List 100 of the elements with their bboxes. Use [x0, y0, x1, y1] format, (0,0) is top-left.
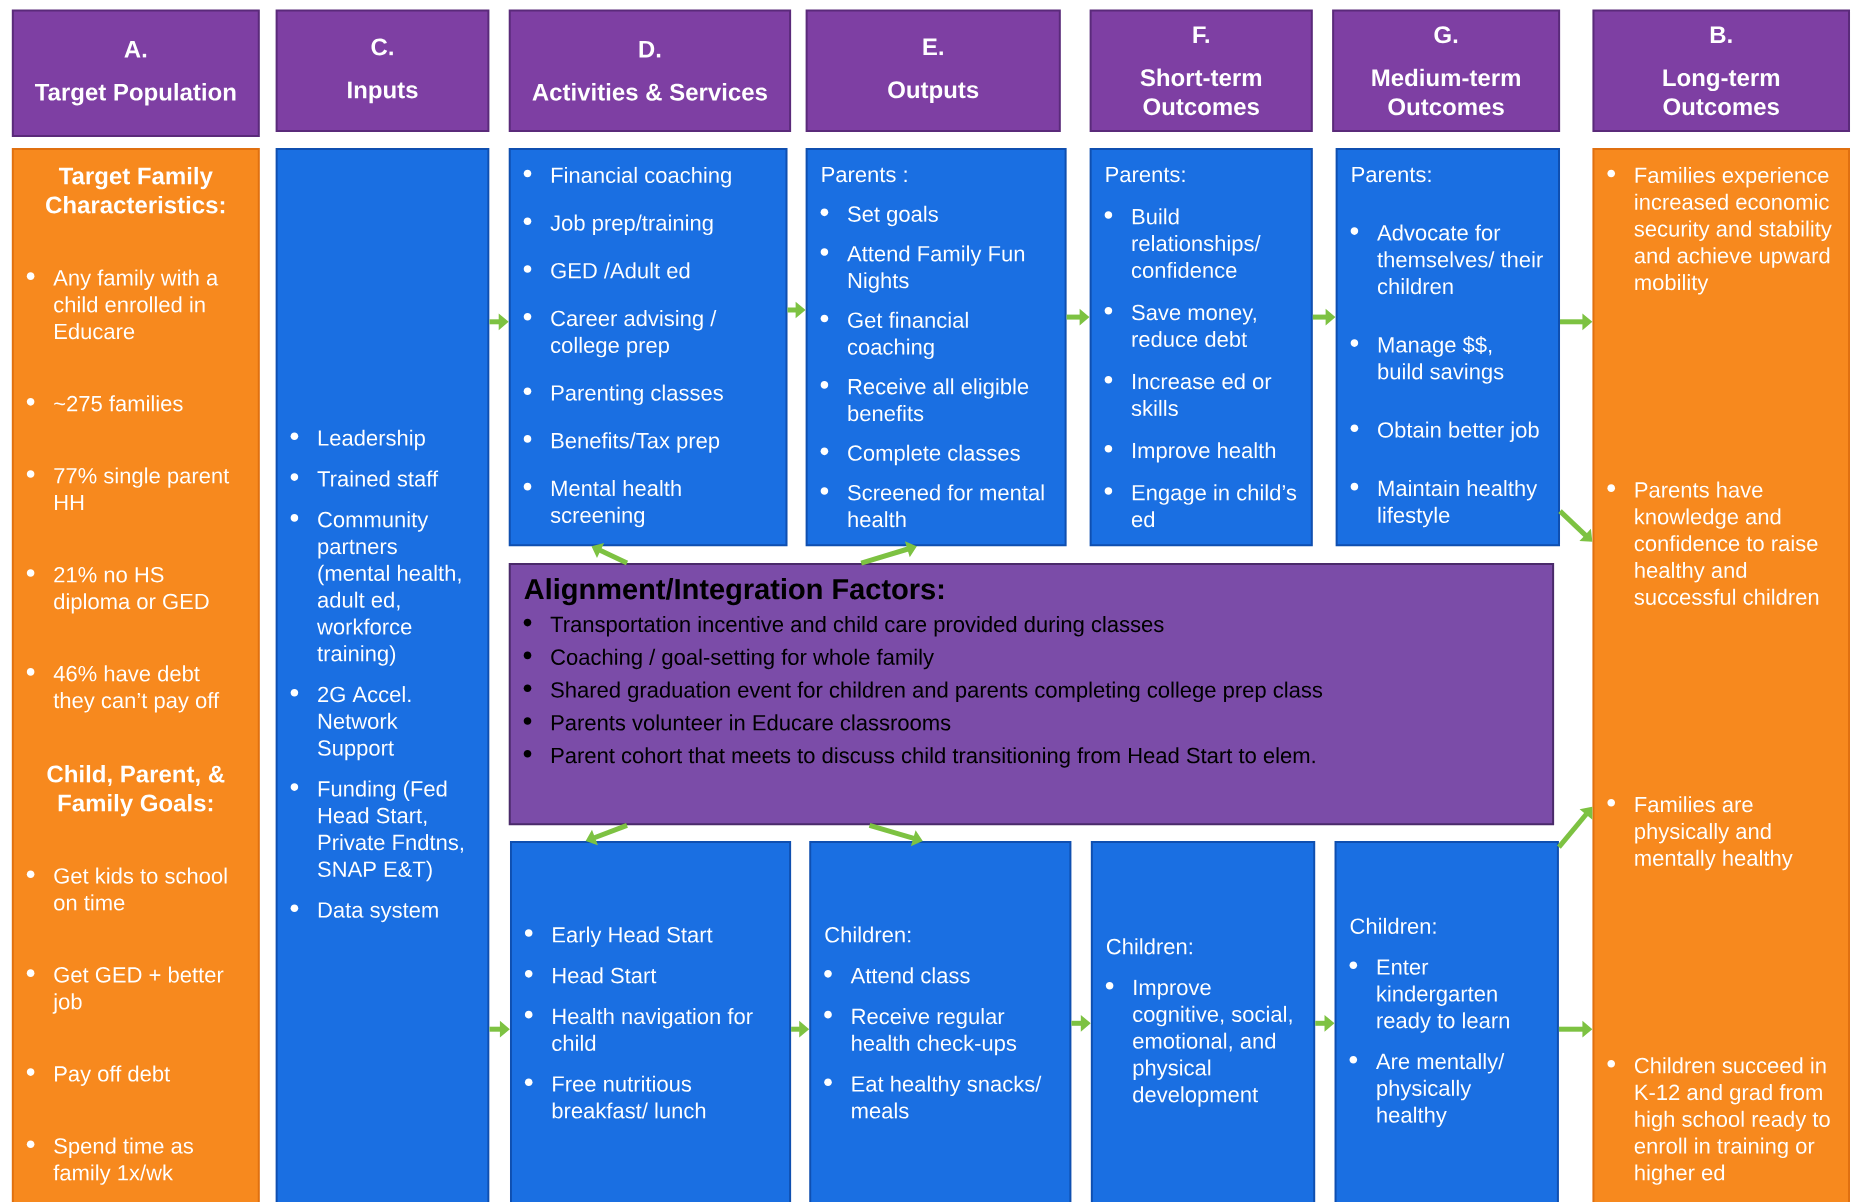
bullet-item: Funding (Fed Head Start, Private Fndtns, SNAP E&T) — [290, 780, 463, 882]
column-heading: Target Population — [35, 83, 236, 106]
bullet-item: Parents volunteer in Educare classrooms — [523, 714, 951, 731]
bullet-item: Are mentally/ physically healthy — [1349, 1053, 1505, 1128]
bullet-item: Engage in child’s ed — [1104, 484, 1297, 528]
bullet-item: GED /Adult ed — [523, 262, 690, 279]
bullet-item: 46% have debt they can’t pay off — [26, 665, 220, 713]
bullet-item: Receive regular health check-ups — [824, 1008, 1017, 1056]
bullet-item: Get GED + better job — [26, 966, 224, 1014]
bullet-item: Save money, reduce debt — [1104, 304, 1256, 348]
bullet-item: Spend time as family 1x/wk — [26, 1137, 193, 1185]
bullet-item: Attend class — [824, 967, 970, 984]
column-box — [509, 841, 792, 1202]
bullet-item: Financial coaching — [523, 166, 731, 188]
column-heading: Outputs — [888, 81, 979, 104]
group-label: Parents: — [1352, 166, 1431, 183]
bullet-item: Shared graduation event for children and parents completing college prep class — [523, 681, 1323, 703]
bullet-item: Benefits/Tax prep — [523, 432, 720, 453]
bullet-item: Children succeed in K-12 and grad from high school ready to enroll in training or higher ed — [1607, 1057, 1830, 1185]
factors-box — [508, 563, 1555, 826]
column-box — [11, 147, 260, 1202]
column-box — [275, 147, 490, 1202]
column-heading: Inputs — [348, 81, 418, 104]
bullet-item: Improve health — [1104, 442, 1276, 463]
bullet-item: Parent cohort that meets to discuss child transitioning from Head Start to elem. — [523, 747, 1315, 768]
column-box — [1090, 841, 1316, 1202]
column-box — [1592, 147, 1851, 1202]
bullet-item: Maintain healthy lifestyle — [1350, 480, 1538, 528]
section-heading: Child, Parent, & Family Goals: — [47, 764, 225, 817]
header-box — [805, 9, 1061, 133]
column-box — [1335, 147, 1560, 547]
bullet-item: 2G Accel. Network Support — [290, 686, 411, 761]
group-label: Parents: — [1106, 166, 1185, 183]
group-label: Children: — [825, 926, 911, 943]
header-box — [1592, 9, 1851, 133]
bullet-item: Job prep/training — [523, 214, 713, 236]
bullet-item: Leadership — [290, 429, 425, 451]
bullet-item: Improve cognitive, social, emotional, and physical development — [1105, 979, 1292, 1107]
bullet-item: Increase ed or skills — [1104, 373, 1272, 417]
bullet-item: Families are physically and mentally healthy — [1607, 796, 1793, 871]
column-box — [809, 841, 1072, 1202]
bullet-item: Parenting classes — [523, 384, 723, 406]
column-heading: C. — [371, 38, 393, 56]
column-heading: F. — [1193, 26, 1209, 43]
column-heading: Long-term Outcomes — [1663, 69, 1780, 116]
column-box — [508, 147, 788, 547]
bullet-item: Health navigation for child — [524, 1008, 753, 1051]
bullet-item: Coaching / goal-setting for whole family — [523, 648, 934, 670]
column-heading: A. — [124, 40, 147, 58]
header-box — [275, 9, 490, 133]
column-heading: G. — [1434, 26, 1458, 44]
bullet-item: Free nutritious breakfast/ lunch — [524, 1075, 706, 1119]
arrow — [1558, 509, 1593, 542]
bullet-item: Manage $$, build savings — [1350, 336, 1504, 384]
bullet-item: Parents have knowledge and confidence to raise healthy and successful children — [1607, 481, 1819, 605]
header-box — [1332, 9, 1561, 133]
arrow — [860, 541, 917, 566]
bullet-item: Community partners (mental health, adult ed, workforce training) — [290, 511, 461, 666]
bullet-item: 21% no HS diploma or GED — [26, 566, 209, 614]
column-heading: E. — [923, 38, 943, 56]
header-box — [508, 9, 792, 133]
bullet-item: Attend Family Fun Nights — [820, 245, 1025, 293]
bullet-item: Career advising / college prep — [523, 310, 717, 358]
bullet-item: Get kids to school on time — [26, 867, 227, 911]
section-heading: Target Family Characteristics: — [46, 166, 225, 214]
bullet-item: Early Head Start — [524, 926, 713, 947]
bullet-item: Complete classes — [820, 444, 1020, 466]
bullet-item: Any family with a child enrolled in Educare — [26, 269, 219, 340]
bullet-item: Pay off debt — [26, 1065, 171, 1086]
bullet-item: Eat healthy snacks/ meals — [824, 1075, 1042, 1119]
column-heading: Short-term Outcomes — [1140, 68, 1262, 116]
bullet-item: Set goals — [820, 205, 938, 227]
group-label: Parents : — [822, 166, 907, 183]
column-heading: Activities & Services — [532, 83, 767, 101]
column-box — [1089, 147, 1313, 547]
bullet-item: ~275 families — [26, 395, 183, 412]
column-box — [805, 147, 1067, 547]
bullet-item: Screened for mental health — [820, 484, 1044, 528]
bullet-item: Trained staff — [290, 470, 439, 487]
bullet-item: Transportation incentive and child care provided during classes — [523, 616, 1164, 637]
bullet-item: Advocate for themselves/ their children — [1350, 224, 1543, 295]
header-box — [11, 9, 260, 137]
column-heading: D. — [639, 40, 661, 58]
bullet-item: Data system — [290, 902, 438, 923]
bullet-item: Head Start — [524, 967, 657, 984]
column-heading: B. — [1710, 26, 1732, 43]
bullet-item: Mental health screening — [523, 480, 681, 528]
column-heading: Medium-term Outcomes — [1372, 68, 1520, 116]
section-heading: Alignment/Integration Factors: — [524, 578, 944, 606]
group-label: Children: — [1106, 938, 1192, 955]
bullet-item: Obtain better job — [1350, 421, 1539, 443]
group-label: Children: — [1350, 917, 1436, 934]
bullet-item: Get financial coaching — [820, 311, 968, 360]
header-box — [1089, 9, 1313, 133]
bullet-item: Receive all eligible benefits — [820, 378, 1029, 422]
bullet-item: Enter kindergarten ready to learn — [1349, 959, 1509, 1033]
bullet-item: Build relationships/ confidence — [1104, 208, 1261, 279]
bullet-item: 77% single parent HH — [26, 467, 230, 511]
column-box — [1334, 841, 1559, 1202]
bullet-item: Families experience increased economic security and stability and achieve upward mobility — [1607, 166, 1832, 295]
